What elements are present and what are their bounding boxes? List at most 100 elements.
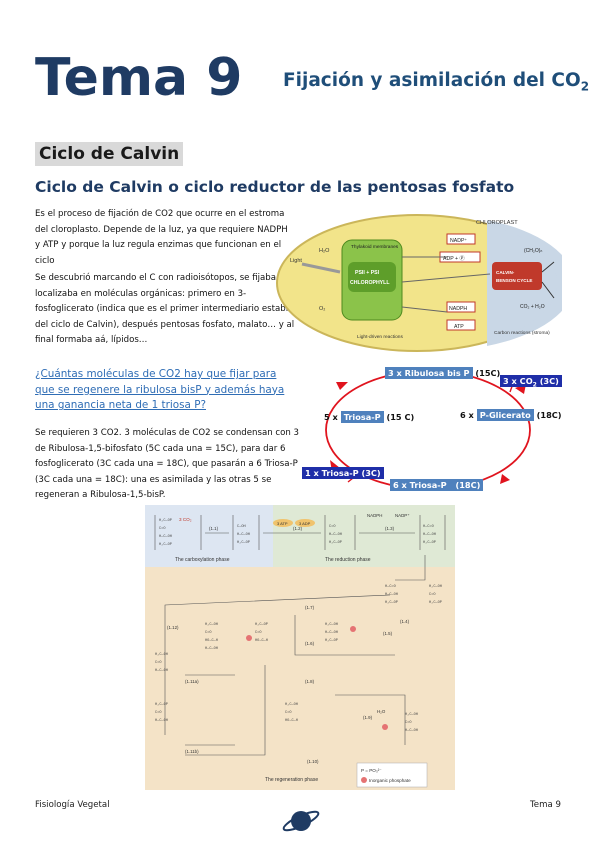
svg-text:HO—C—H: HO—C—H	[255, 639, 268, 643]
question-link[interactable]: ¿Cuántas moléculas de CO2 hay que fijar …	[35, 368, 285, 412]
svg-text:HO—C—H: HO—C—H	[285, 719, 298, 723]
svg-text:C=O: C=O	[155, 711, 161, 715]
svg-text:H—C—OH: H—C—OH	[405, 729, 418, 733]
svg-text:H₂C—OP: H₂C—OP	[155, 703, 168, 707]
nadph-fig-label: NADPH	[367, 513, 382, 518]
svg-text:H₂C—OP: H₂C—OP	[255, 623, 268, 627]
svg-text:H₂C—OP: H₂C—OP	[159, 543, 172, 547]
thylakoid-label: Thylakoid membranes	[351, 244, 399, 250]
calvin-label: CALVIN-	[496, 270, 515, 275]
svg-text:(1.11a): (1.11a)	[185, 679, 199, 684]
chloroplast-diagram: CHLOROPLAST Thylakoid membranes PSII + P…	[276, 214, 562, 352]
svg-text:H₂C—OH: H₂C—OH	[155, 653, 168, 657]
svg-text:H₂C—OP: H₂C—OP	[325, 639, 338, 643]
svg-text:H—C—OH: H—C—OH	[159, 535, 172, 539]
svg-text:(1.4): (1.4)	[400, 619, 410, 624]
svg-text:(1.5): (1.5)	[383, 631, 393, 636]
svg-text:HO—C—H: HO—C—H	[205, 639, 218, 643]
svg-text:C=O: C=O	[205, 631, 211, 635]
svg-text:(1.1): (1.1)	[209, 526, 219, 531]
o2-label: O₂	[319, 306, 325, 312]
paragraph-discovery: Se descubrió marcando el C con radioisót…	[35, 273, 295, 345]
svg-text:C=O: C=O	[285, 711, 291, 715]
footer-left: Fisiología Vegetal	[35, 800, 110, 810]
svg-text:(1.2): (1.2)	[293, 526, 303, 531]
svg-text:H—C—OH: H—C—OH	[237, 533, 250, 537]
svg-text:H—C—OH: H—C—OH	[205, 647, 218, 651]
ch2o-label: (CH₂O)ₙ	[524, 248, 542, 254]
regen-phase-label: The regeneration phase	[265, 777, 318, 783]
nadph-label: NADPH	[449, 306, 467, 312]
cycle-triose-out: 1 x Triosa-P (3C)	[302, 467, 384, 479]
svg-text:H₂C—OP: H₂C—OP	[423, 541, 436, 545]
nadp-fig-label: NADP⁺	[395, 513, 410, 518]
svg-text:H—C=O: H—C=O	[385, 585, 396, 589]
svg-text:BENSON CYCLE: BENSON CYCLE	[496, 278, 533, 283]
light-label: Light	[290, 258, 302, 264]
h2o-label: H₂O	[319, 248, 330, 254]
svg-text:H—C—OH: H—C—OH	[155, 719, 168, 723]
page-title: Tema 9	[35, 48, 243, 108]
svg-text:(1.6): (1.6)	[305, 641, 315, 646]
svg-text:(1.9): (1.9)	[363, 715, 373, 720]
svg-text:C=O: C=O	[429, 593, 435, 597]
chlorophyll-label: CHLOROPHYLL	[350, 280, 390, 286]
cycle-ribulose: 3 x Ribulosa bis P (15C)	[385, 367, 500, 379]
page-subtitle: Fijación y asimilación del CO2	[283, 70, 590, 94]
subsection-heading: Ciclo de Calvin o ciclo reductor de las …	[35, 178, 515, 196]
cycle-co2: 3 x CO2 (3C)	[500, 375, 562, 389]
svg-text:H₂C—OP: H₂C—OP	[385, 601, 398, 605]
svg-text:C=O: C=O	[159, 527, 165, 531]
cycle-triose-left: 5 x Triosa-P (15 C)	[324, 411, 415, 423]
paragraph-answer: Se requieren 3 CO2. 3 moléculas de CO2 s…	[35, 428, 300, 500]
carbox-phase-label: The carboxylation phase	[175, 557, 230, 563]
legend-phosphate: P = PO₃²⁻	[361, 768, 382, 773]
svg-text:C=O: C=O	[155, 661, 161, 665]
svg-text:H—C—OH: H—C—OH	[329, 533, 342, 537]
svg-text:H₂C—OH: H₂C—OH	[285, 703, 298, 707]
planet-icon	[282, 810, 320, 832]
nadp-label: NADP⁺	[450, 238, 467, 244]
svg-text:C=O: C=O	[405, 721, 411, 725]
svg-text:C=O: C=O	[255, 631, 261, 635]
svg-text:H₂C—OH: H₂C—OH	[205, 623, 218, 627]
footer-right: Tema 9	[530, 800, 561, 810]
svg-text:(1.7): (1.7)	[305, 605, 315, 610]
svg-text:H₂C—OP: H₂C—OP	[237, 541, 250, 545]
svg-text:C=O: C=O	[329, 525, 335, 529]
svg-text:H—C—OH: H—C—OH	[155, 669, 168, 673]
svg-text:(1.8): (1.8)	[305, 679, 315, 684]
svg-text:(1.12): (1.12)	[167, 625, 179, 630]
reduction-phase-label: The reduction phase	[325, 557, 371, 563]
svg-text:(1.10): (1.10)	[307, 759, 319, 764]
legend-inorganic: Inorganic phosphate	[369, 778, 411, 783]
psii-label: PSII + PSI	[355, 270, 380, 276]
h2o-fig-label: H₂O	[377, 709, 386, 714]
co2h2o-label: CO₂ + H₂O	[520, 304, 545, 310]
atp-fig-label: 3 ATP	[277, 521, 288, 526]
section-heading: Ciclo de Calvin	[35, 142, 184, 166]
atp-label: ATP	[454, 324, 464, 330]
light-rx-label: Light-driven reactions	[357, 334, 403, 340]
svg-text:H—C—OH: H—C—OH	[423, 533, 436, 537]
paragraph-definition: Es el proceso de fijación de CO2 que ocu…	[35, 209, 288, 266]
svg-text:H₂C—OH: H₂C—OH	[325, 623, 338, 627]
calvin-cycle-diagram: 3 x Ribulosa bis P (15C) 3 x CO2 (3C) 5 …	[300, 360, 562, 500]
svg-text:H₂C—OP: H₂C—OP	[329, 541, 342, 545]
calvin-pathway-figure: The carboxylation phase The reduction ph…	[145, 505, 455, 790]
svg-text:H—C—OH: H—C—OH	[385, 593, 398, 597]
svg-text:H—C—OH: H—C—OH	[325, 631, 338, 635]
svg-text:H₂C—OP: H₂C—OP	[159, 519, 172, 523]
svg-text:C—OH: C—OH	[237, 525, 246, 529]
adp-fig-label: 3 ADP	[299, 521, 311, 526]
svg-text:H₂C—OH: H₂C—OH	[429, 585, 442, 589]
cycle-glycerate: 6 x P-Glicerato (18C)	[460, 409, 562, 421]
chloroplast-label: CHLOROPLAST	[476, 220, 518, 226]
svg-text:H—C=O: H—C=O	[423, 525, 434, 529]
svg-text:H₂C—OP: H₂C—OP	[429, 601, 442, 605]
svg-text:(1.3): (1.3)	[385, 526, 395, 531]
cycle-triose-bottom: 6 x Triosa-P (18C)	[390, 479, 484, 491]
co2-label: 3 CO₂	[179, 517, 192, 522]
adp-label: ADP + Ⓟ	[443, 254, 465, 262]
svg-text:H₂C—OH: H₂C—OH	[405, 713, 418, 717]
